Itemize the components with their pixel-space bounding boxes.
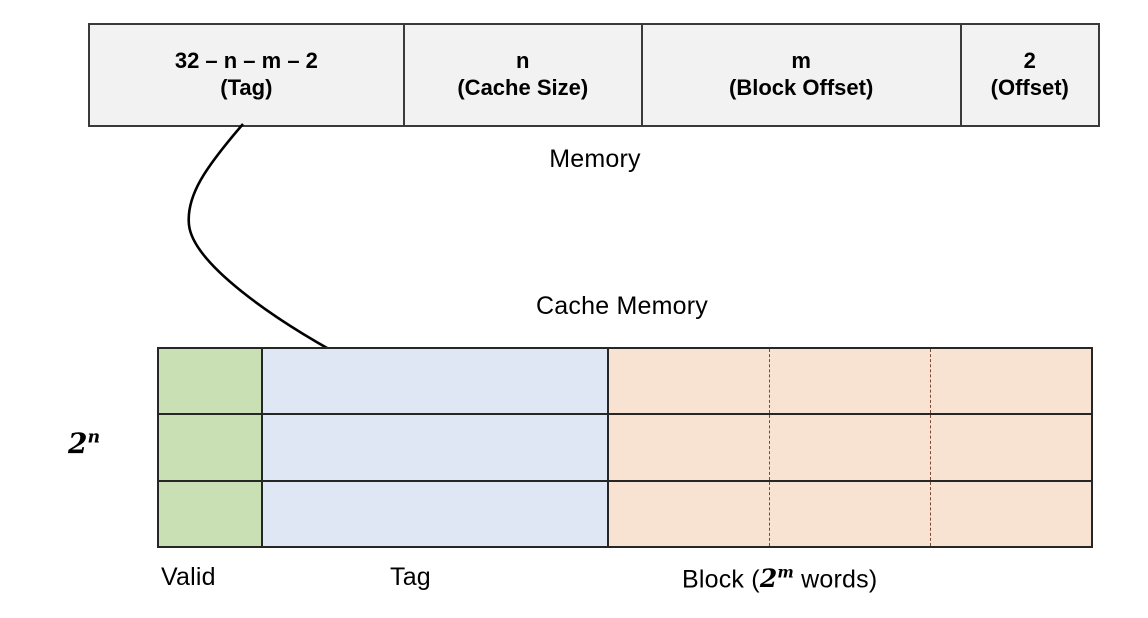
cell-block <box>609 481 1091 546</box>
block-word <box>609 415 770 480</box>
address-field-tag-bits: 32 – n – m – 2 <box>174 48 318 74</box>
block-word <box>931 349 1091 413</box>
cell-valid <box>159 349 263 414</box>
memory-caption-label: Memory <box>549 145 641 173</box>
cell-block <box>609 415 1091 480</box>
table-row <box>159 349 1091 416</box>
cell-tag <box>263 481 609 546</box>
block-word <box>931 415 1091 479</box>
column-caption-block-base: 2 <box>759 564 778 594</box>
block-word <box>770 481 931 546</box>
block-word <box>770 415 931 480</box>
column-caption-valid-label: Valid <box>161 563 216 591</box>
cache-memory-caption: Cache Memory <box>0 292 1148 321</box>
block-word <box>609 349 770 414</box>
column-caption-tag-label: Tag <box>390 563 431 591</box>
column-caption-block-exponent: m <box>777 563 795 582</box>
cache-memory-caption-label: Cache Memory <box>536 292 708 320</box>
address-field-cache-size: n (Cache Size) <box>404 25 643 125</box>
address-field-cache-size-bits: n <box>516 48 530 74</box>
address-field-tag-name: (Tag) <box>220 75 273 100</box>
block-word <box>770 349 931 414</box>
cell-block <box>609 349 1091 414</box>
memory-caption: Memory <box>0 145 1148 174</box>
column-caption-block-prefix: Block ( <box>682 565 760 594</box>
address-field-tag: 32 – n – m – 2 (Tag) <box>90 25 405 125</box>
table-row <box>159 415 1091 482</box>
column-caption-valid: Valid <box>161 563 216 592</box>
cell-tag <box>263 415 609 480</box>
column-caption-tag: Tag <box>390 563 431 592</box>
table-row <box>159 481 1091 546</box>
column-caption-block-suffix: words) <box>794 565 878 594</box>
block-word <box>931 482 1091 546</box>
cell-valid <box>159 481 263 546</box>
block-word <box>609 481 770 546</box>
memory-address-bar: 32 – n – m – 2 (Tag) n (Cache Size) m (B… <box>88 23 1100 127</box>
cache-memory-table <box>157 347 1093 548</box>
address-field-cache-size-name: (Cache Size) <box>457 75 589 100</box>
address-field-block-offset-bits: m <box>791 48 811 74</box>
cell-valid <box>159 415 263 480</box>
column-caption-block: Block (2m words) <box>682 563 877 594</box>
column-caption-block-power: 2m <box>759 563 795 594</box>
address-field-offset-name: (Offset) <box>990 75 1069 100</box>
address-field-block-offset: m (Block Offset) <box>642 25 962 125</box>
cache-rows-multiplier-base: 2 <box>68 427 88 460</box>
address-field-offset-bits: 2 <box>1023 48 1036 74</box>
cell-tag <box>263 349 609 414</box>
cache-rows-multiplier-label: 2n <box>68 427 100 460</box>
address-field-block-offset-name: (Block Offset) <box>729 75 874 100</box>
cache-rows-multiplier-exponent: n <box>87 427 101 448</box>
address-field-offset: 2 (Offset) <box>961 25 1099 125</box>
